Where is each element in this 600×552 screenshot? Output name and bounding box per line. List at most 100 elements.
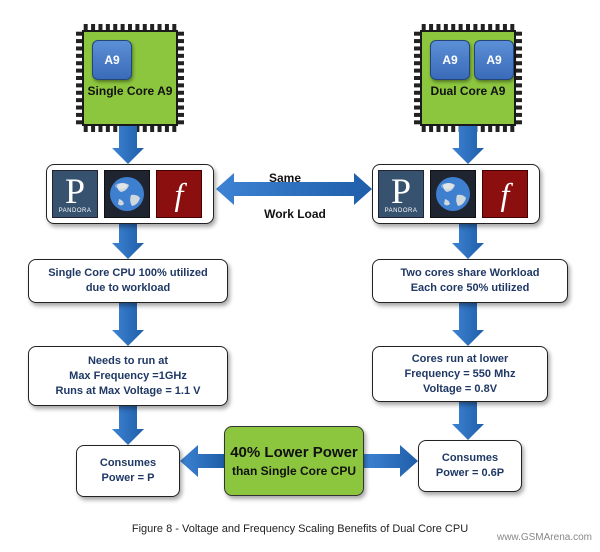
chip-pin	[502, 126, 507, 132]
single-core-utilization-box: Single Core CPU 100% utilized due to wor…	[28, 259, 228, 303]
chip-pin	[443, 126, 448, 132]
horizontal-arrow	[364, 445, 418, 477]
chip-pin	[178, 31, 184, 36]
chip-pin	[516, 39, 522, 44]
chip-pin	[429, 126, 434, 132]
down-arrow	[112, 303, 144, 346]
chip-pin	[76, 46, 82, 51]
chip-pin	[91, 24, 96, 30]
chip-pin	[178, 83, 184, 88]
chip-pin	[98, 24, 103, 30]
chip-pin	[516, 105, 522, 110]
chip-pin	[414, 68, 420, 73]
chip-pin	[178, 39, 184, 44]
chip-pin	[414, 46, 420, 51]
flash-icon: f	[482, 170, 528, 218]
lower-power-summary-box: 40% Lower Power than Single Core CPU	[224, 426, 364, 496]
chip-pin	[516, 46, 522, 51]
pandora-icon: P PANDORA	[52, 170, 98, 218]
chip-pin	[458, 24, 463, 30]
chip-pin	[516, 68, 522, 73]
chip-pin	[414, 83, 420, 88]
same-workload-arrow	[216, 173, 372, 205]
globe-icon	[104, 170, 150, 218]
chip-pin	[172, 24, 177, 30]
chip-pin	[502, 24, 507, 30]
dual-core-label: Dual Core A9	[430, 84, 506, 98]
chip-pin	[83, 24, 88, 30]
down-arrow	[452, 224, 484, 259]
chip-pin	[113, 24, 118, 30]
chip-pin	[178, 76, 184, 80]
chip-pin	[164, 126, 169, 132]
workload-label: Work Load	[264, 207, 326, 221]
chip-pin	[443, 24, 448, 30]
chip-pin	[76, 31, 82, 36]
figure-caption: Figure 8 - Voltage and Frequency Scaling…	[131, 523, 469, 535]
chip-pin	[516, 83, 522, 88]
left-apps-box: P PANDORA f	[46, 164, 214, 224]
dual-core-utilization-box: Two cores share Workload Each core 50% u…	[372, 259, 568, 303]
chip-pin	[480, 24, 485, 30]
chip-pin	[451, 126, 456, 132]
chip-pin	[178, 68, 184, 73]
chip-pin	[172, 126, 177, 132]
chip-pin	[466, 24, 470, 30]
chip-pin	[421, 126, 426, 132]
chip-pin	[76, 105, 82, 110]
a9-core: A9	[92, 40, 132, 80]
chip-pin	[451, 24, 456, 30]
a9-core-1: A9	[430, 40, 470, 80]
chip-pin	[414, 53, 420, 58]
right-apps-box: P PANDORA f	[372, 164, 540, 224]
chip-pin	[510, 126, 515, 132]
chip-pin	[178, 53, 184, 58]
chip-pin	[157, 126, 162, 132]
flash-icon: f	[156, 170, 202, 218]
chip-pin	[414, 31, 420, 36]
single-core-frequency-box: Needs to run at Max Frequency =1GHz Runs…	[28, 346, 228, 406]
chip-pin	[142, 126, 147, 132]
chip-pin	[488, 24, 493, 30]
chip-pin	[414, 120, 420, 125]
chip-pin	[414, 76, 420, 80]
chip-pin	[76, 68, 82, 73]
chip-pin	[516, 53, 522, 58]
chip-pin	[488, 126, 493, 132]
chip-pin	[516, 31, 522, 36]
pandora-icon: P PANDORA	[378, 170, 424, 218]
chip-pin	[480, 126, 485, 132]
chip-pin	[150, 126, 155, 132]
chip-pin	[436, 126, 441, 132]
chip-pin	[436, 24, 441, 30]
chip-pin	[76, 76, 82, 80]
down-arrow	[112, 224, 144, 259]
chip-pin	[178, 90, 184, 95]
down-arrow	[452, 126, 484, 164]
chip-pin	[76, 53, 82, 58]
chip-pin	[91, 126, 96, 132]
a9-core-2: A9	[474, 40, 514, 80]
chip-pin	[495, 126, 500, 132]
chip-pin	[516, 61, 522, 66]
chip-pin	[516, 90, 522, 95]
chip-pin	[414, 112, 420, 117]
chip-pin	[113, 126, 118, 132]
watermark: www.GSMArena.com	[496, 532, 592, 543]
chip-pin	[76, 83, 82, 88]
chip-pin	[516, 98, 522, 103]
chip-pin	[178, 120, 184, 125]
chip-pin	[98, 126, 103, 132]
chip-pin	[105, 126, 110, 132]
single-core-chip: A9 Single Core A9	[82, 30, 178, 126]
chip-pin	[429, 24, 434, 30]
chip-pin	[76, 61, 82, 66]
chip-pin	[76, 112, 82, 117]
chip-pin	[516, 112, 522, 117]
chip-pin	[135, 24, 140, 30]
chip-pin	[178, 112, 184, 117]
single-core-label: Single Core A9	[87, 84, 173, 98]
same-label: Same	[268, 171, 302, 185]
chip-pin	[150, 24, 155, 30]
